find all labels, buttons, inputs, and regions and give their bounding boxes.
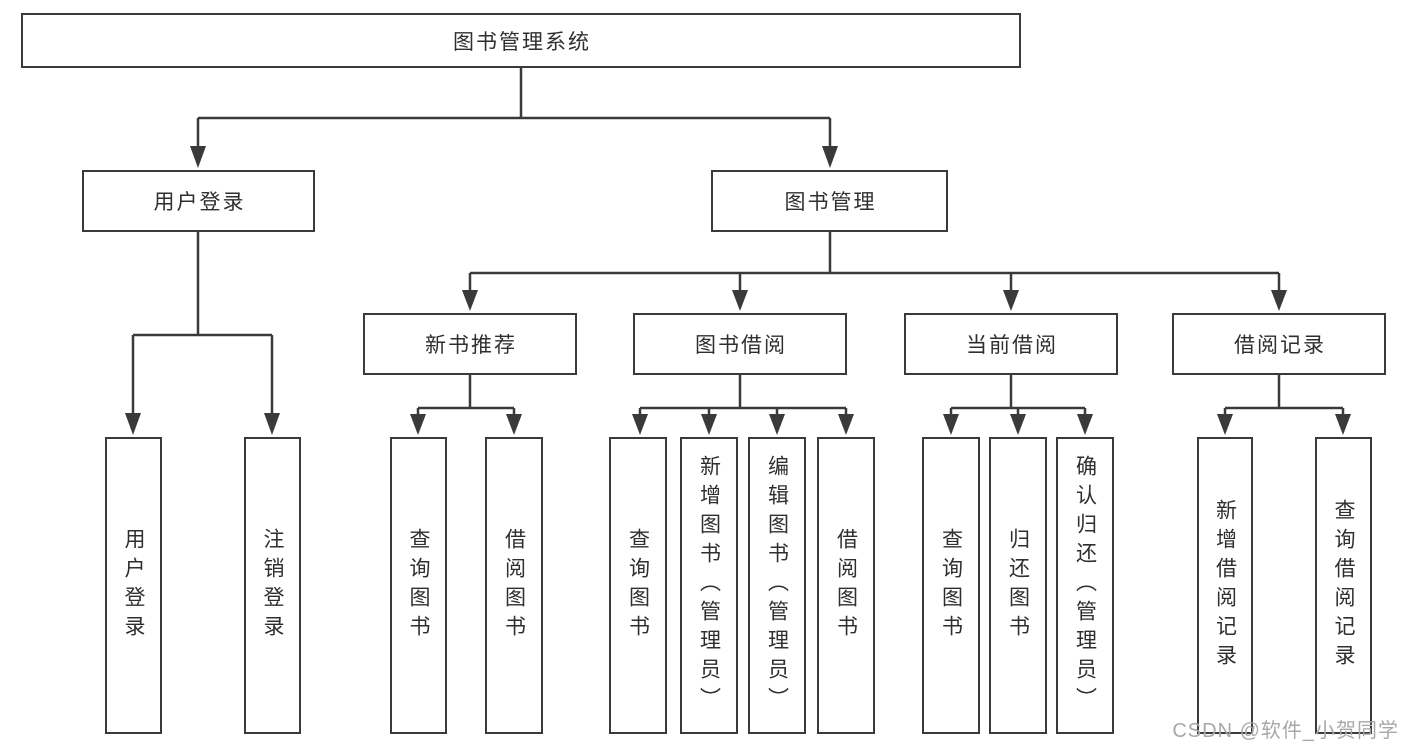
leaf-return-books: 归还图书 [989,437,1047,734]
leaf-borrow-books: 借阅图书 [817,437,875,734]
leaf-confirm-return-admin: 确认归还（管理员） [1056,437,1114,734]
node-current-borrow: 当前借阅 [904,313,1118,375]
arrowhead-icons [125,146,1351,435]
csdn-watermark: CSDN @软件_小贺同学 [1172,720,1399,742]
node-system-root: 图书管理系统 [21,13,1021,68]
leaf-query-books-borrow: 查询图书 [609,437,667,734]
node-book-borrow: 图书借阅 [633,313,847,375]
node-book-management: 图书管理 [711,170,948,232]
leaf-query-books-current: 查询图书 [922,437,980,734]
leaf-add-books-admin: 新增图书（管理员） [680,437,738,734]
leaf-user-login: 用户登录 [105,437,162,734]
node-new-book-recommend: 新书推荐 [363,313,577,375]
connector-lines [131,68,1345,415]
leaf-logout: 注销登录 [244,437,301,734]
node-user-login: 用户登录 [82,170,315,232]
leaf-edit-books-admin: 编辑图书（管理员） [748,437,806,734]
leaf-query-borrow-record: 查询借阅记录 [1315,437,1372,734]
leaf-add-borrow-record: 新增借阅记录 [1197,437,1253,734]
leaf-borrow-books-recommend: 借阅图书 [485,437,543,734]
node-borrow-records: 借阅记录 [1172,313,1386,375]
leaf-query-books-recommend: 查询图书 [390,437,447,734]
